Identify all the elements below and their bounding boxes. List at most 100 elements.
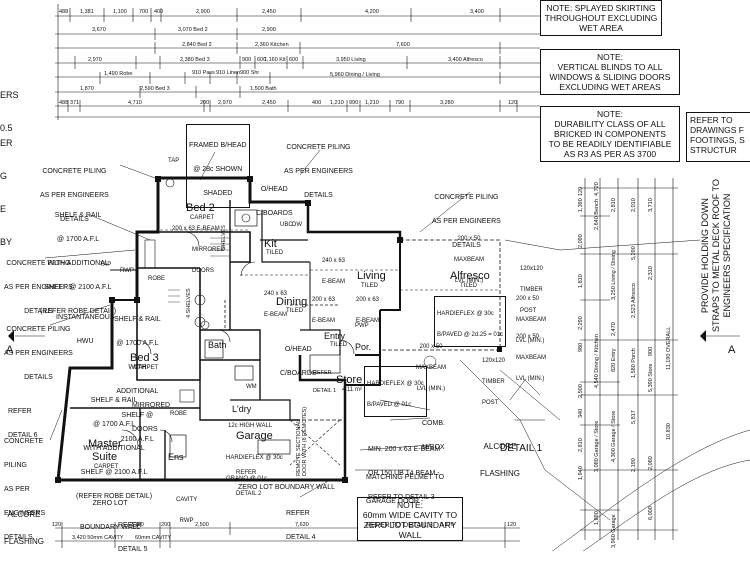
room-floor-kit: TILED: [266, 250, 284, 256]
dim-label: 7,630: [295, 522, 309, 528]
dim-label: 400: [154, 9, 164, 15]
dim-label: 60mm CAVITY: [135, 535, 172, 541]
annotation-line: AS PER ENGINEERS: [4, 284, 73, 291]
dim-label: 700: [139, 9, 149, 15]
edge-line: ER: [0, 138, 13, 148]
annotation-line: SHELF @ 2100 A.F.L: [44, 284, 112, 291]
annotation-line: POST: [482, 400, 499, 406]
annotation-post-1: 120x120 TIMBER POST: [520, 252, 543, 322]
room-label-bath: Bath: [208, 340, 227, 350]
annotation-line: 120x120: [482, 358, 506, 364]
dim-label: 5,817: [631, 410, 637, 424]
annotation-line: REFER: [313, 370, 332, 376]
annotation-line: ZERO LOT: [92, 500, 128, 507]
annotation-line: TIMBER: [520, 287, 543, 293]
dim-label: 10,830: [666, 423, 672, 440]
hold-down-line: PROVIDE HOLDING DOWN: [700, 198, 710, 314]
dim-label: 2,900: [196, 9, 210, 15]
annotation-line: CONCRETE PILING: [286, 144, 351, 151]
annotation-line: CONCRETE: [4, 438, 44, 445]
annotation-shelf-rail-1: SHELF & RAIL @ 1700 A.F.L WITH ADDITIONA…: [40, 196, 116, 324]
note-line: WET AREA: [579, 23, 623, 33]
annotation-line: B/PAVED @ 2d.25 = 01c: [437, 332, 504, 338]
annotation-instantaneous: INSTANTANEOUS HWU: [56, 298, 114, 354]
hold-down-line: STRAPS TO METAL DECK ROOF TO: [711, 179, 721, 332]
annotation-line: LVL (MIN.): [516, 338, 545, 344]
room-area-store: 4.11 m²: [342, 387, 362, 393]
room-label-living: Living: [357, 270, 386, 282]
annotation-line: PILING: [4, 462, 27, 469]
room-floor-master: CARPET: [94, 464, 119, 470]
annotation-shelf-rail-3: SHELF & RAIL @ 1700 A.F.L WITH ADDITIONA…: [76, 381, 152, 509]
note-line: WINDOWS & SLIDING DOORS: [549, 72, 671, 82]
annotation-line: DETAILS: [452, 242, 481, 249]
annotation-line: DOOR WITH (8 REMOTES): [302, 406, 308, 476]
annotation-line: E-BEAM: [322, 279, 346, 285]
annotation-hardie-2: HARDIEFLEX @ 30c B/PAVED @ 01c: [364, 366, 427, 417]
annotation-line: 200 x 50: [516, 334, 540, 340]
annotation-beam-2: 240 x 63 E-BEAM: [322, 244, 345, 293]
dim-label: 400: [312, 100, 322, 106]
annotation-line: CONCRETE PILING: [6, 326, 71, 333]
annotation-beam-8: 200 x 50 MAXBEAM LVL (MIN.): [416, 330, 446, 400]
dim-label: 4,300 Garage / Store: [611, 410, 617, 462]
dim-label: 120: [507, 522, 517, 528]
note-line: NOTE:: [597, 52, 623, 62]
annotation-line: WITH ADDITIONAL: [83, 445, 145, 452]
dim-label: 200: [200, 100, 210, 106]
annotation-line: TIMBER: [482, 379, 505, 385]
dim-label: 900: [648, 346, 654, 356]
annotation-line: 200 x 63: [312, 297, 336, 303]
annotation-line: @ 1700 A.F.L: [92, 421, 136, 428]
dim-label: 910 Linen: [216, 70, 241, 76]
annotation-line: SHADED: [203, 190, 233, 197]
annotation-line: 200 x 50: [457, 236, 481, 242]
annotation-line: MAXBEAM: [516, 317, 547, 323]
annotation-line: MATCHING PELMET TO: [366, 474, 445, 481]
annotation-line: 2100 A.F.L: [120, 436, 154, 443]
dim-label: 3,950 Living: [336, 57, 366, 63]
annotation-line: M/BOX: [422, 444, 445, 451]
annotation-tap-1: TAP: [168, 158, 180, 164]
section-mark-right: A: [728, 344, 736, 356]
room-label-kit: Kit: [264, 238, 277, 250]
annotation-framed-bhead: FRAMED B/HEAD @ 28c SHOWN SHADED: [186, 124, 250, 208]
annotation-line: 120x120: [520, 266, 544, 272]
dim-label: 2,810: [578, 438, 584, 452]
annotation-line: AS PER ENGINEERS: [432, 218, 501, 225]
dim-label: 2,523 Alfresco: [631, 283, 637, 318]
annotation-line: O/HEAD: [284, 346, 312, 353]
note-line: TO BE READILY IDENTIFIABLE: [548, 139, 672, 149]
dim-label: 790: [395, 100, 405, 106]
annotation-line: @ 28c SHOWN: [193, 166, 243, 173]
annotation-pelmet: MATCHING PELMET TO GARAGE DOOR - REFER T…: [366, 458, 444, 538]
dim-label: 6,000: [648, 506, 654, 520]
annotation-zero-lot-1: ZERO LOT BOUNDARY WALL: [80, 484, 140, 540]
annotation-line: SHELF @: [121, 412, 154, 419]
annotation-line: DETAIL 5: [118, 546, 148, 553]
note-line: NOTE:: [397, 500, 423, 510]
note-line: 60mm WIDE CAVITY TO: [362, 510, 458, 520]
dim-label: 2,380 Bed 3: [180, 57, 210, 63]
annotation-zero-lot-2: ZERO LOT BOUNDARY WALL: [238, 484, 335, 491]
annotation-min-beam: MIN. 200 x 63 E-BEAM OR 150 UB 14 BEAM -…: [368, 430, 440, 510]
dim-label: 120: [508, 100, 518, 106]
annotation-line: (REFER ROBE DETAIL): [76, 493, 153, 500]
room-label-alfresco: Alfresco: [450, 270, 490, 282]
dim-label: 2,190: [631, 458, 637, 472]
note-line: DURABILITY CLASS OF ALL: [554, 119, 666, 129]
annotation-line: 240 x 63: [322, 258, 346, 264]
annotation-line: AS PER ENGINEERS: [4, 350, 73, 357]
annotation-line: ALCORE: [483, 442, 517, 451]
annotation-line: 200 x 50: [516, 296, 540, 302]
annotation-line: 200 x 63: [356, 297, 380, 303]
annotation-alcore-right: ALCORE FLASHING: [480, 424, 520, 487]
dim-label: 1,490 Robe: [104, 71, 133, 77]
room-label-bed2: Bed 2: [186, 202, 215, 214]
annotation-line: CONCRETE PILING: [434, 194, 499, 201]
edge-text-left-top: ERS 0.5: [0, 68, 19, 145]
label-wm: WM: [246, 384, 257, 390]
annotation-mirror-1: MIRRORED DOORS: [192, 233, 225, 282]
annotation-line: MAXBEAM: [416, 365, 447, 371]
annotation-line: DOORS: [192, 268, 215, 274]
